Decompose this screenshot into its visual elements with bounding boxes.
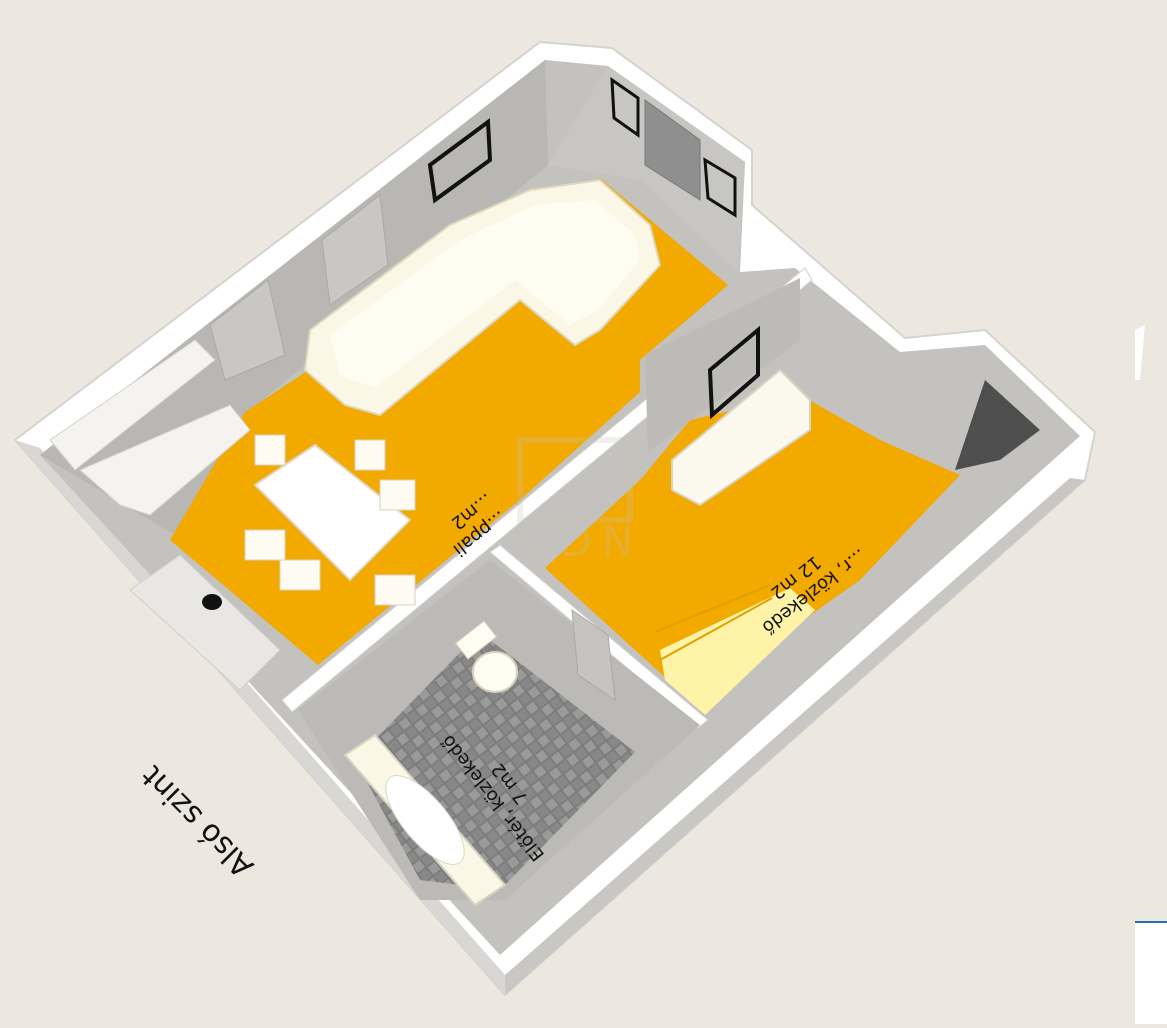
bathtub	[343, 733, 507, 907]
floor-label: Alsó szint	[135, 758, 261, 884]
picture-frame-1	[427, 118, 493, 204]
outer-wall-face-right	[505, 478, 1085, 995]
edge-panel	[1135, 922, 1167, 1024]
kitchen-counter	[49, 339, 281, 691]
window-back-2	[209, 279, 286, 381]
edge-fragment	[1135, 325, 1145, 380]
sofa	[303, 178, 662, 417]
window-back-1	[321, 194, 389, 306]
door	[571, 608, 616, 702]
outer-wall-face-left	[15, 440, 505, 995]
dining-table	[244, 434, 416, 606]
window-right	[644, 99, 701, 201]
watermark-text: GDN	[517, 517, 643, 566]
stair-railing	[654, 584, 773, 661]
wall-face-back-right	[548, 66, 745, 272]
watermark: GDN	[517, 437, 643, 566]
partition-wall-face	[645, 278, 800, 452]
picture-frame-4	[707, 325, 760, 420]
upper-hall-floor	[545, 395, 960, 700]
picture-frame-2	[610, 77, 640, 138]
wall-face-back	[40, 60, 548, 535]
hall-cabinet	[671, 368, 811, 507]
stairs	[660, 588, 815, 715]
toilet	[454, 620, 518, 693]
stairwell-shaft	[955, 380, 1040, 470]
picture-frame-3	[703, 157, 737, 218]
